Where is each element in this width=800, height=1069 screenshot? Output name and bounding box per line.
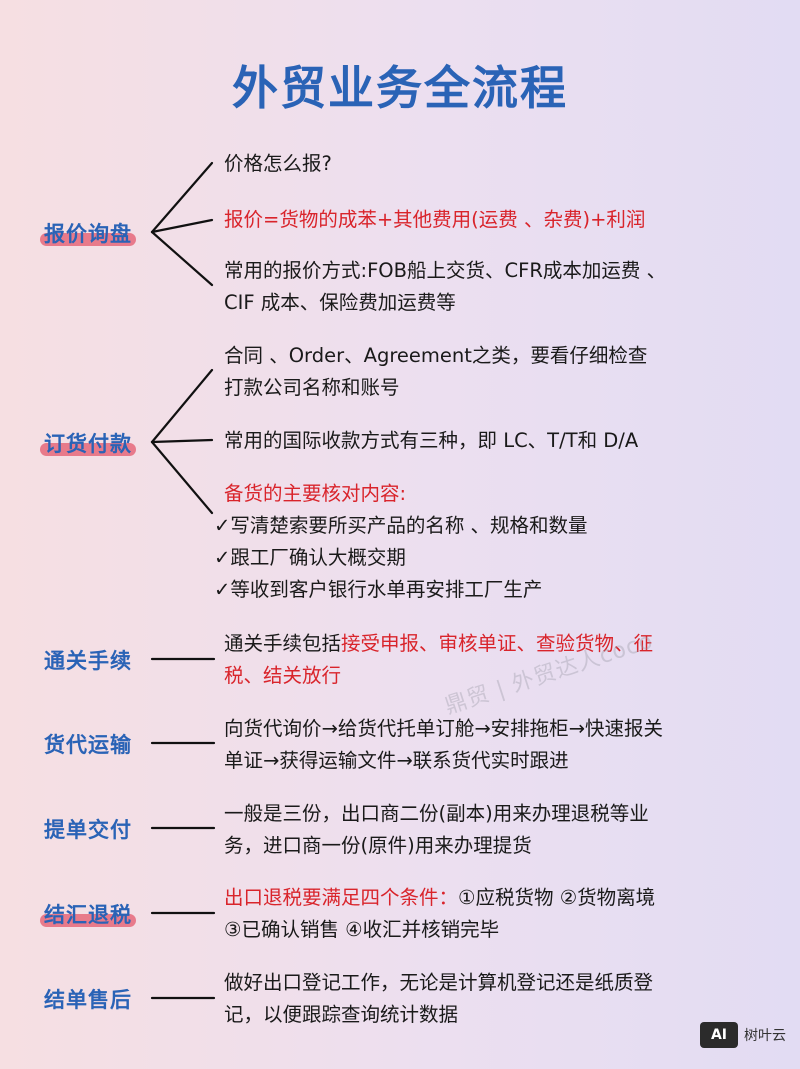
bill-line1: 一般是三份，出口商二份(副本)用来办理退税等业 [224, 802, 649, 825]
category-tax: 结汇退税 [40, 899, 136, 929]
logo-text: 树叶云 [744, 1028, 786, 1044]
category-order: 订货付款 [40, 428, 136, 458]
customs-line1: 通关手续包括接受申报、审核单证、查验货物、征 [224, 632, 654, 655]
after-line1: 做好出口登记工作，无论是计算机登记还是纸质登 [224, 971, 654, 994]
page-title: 外贸业务全流程 [232, 61, 568, 115]
quote-item-2: 报价=货物的成苯+其他费用(运费 、杂费)+利润 [224, 208, 646, 231]
category-freight: 货代运输 [44, 733, 132, 757]
logo: AI 树叶云 [700, 1022, 786, 1048]
customs-line2: 税、结关放行 [224, 664, 342, 687]
freight-line1: 向货代询价→给货代托单订舱→安排拖柜→快速报关 [224, 717, 664, 740]
quote-item-3-line2: CIF 成本、保险费加运费等 [224, 291, 456, 314]
check-icon: ✓ [214, 578, 231, 601]
category-customs: 通关手续 [44, 649, 132, 673]
order-item-1-line1: 合同 、Order、Agreement之类，要看仔细检查 [224, 344, 648, 367]
tax-line2: ③已确认销售 ④收汇并核销完毕 [224, 918, 500, 941]
logo-badge: AI [700, 1022, 738, 1048]
quote-item-3-line1: 常用的报价方式:FOB船上交货、CFR成本加运费 、 [224, 259, 667, 282]
order-item-1-line2: 打款公司名称和账号 [224, 376, 400, 399]
bill-line2: 务，进口商一份(原件)用来办理提货 [224, 834, 532, 857]
category-quote: 报价询盘 [40, 218, 136, 248]
check-item: ✓跟工厂确认大概交期 [214, 546, 406, 569]
check-icon: ✓ [214, 514, 231, 537]
category-bill: 提单交付 [44, 818, 132, 842]
category-after: 结单售后 [44, 988, 132, 1012]
after-line2: 记，以便跟踪查询统计数据 [224, 1003, 459, 1026]
check-item: ✓等收到客户银行水单再安排工厂生产 [214, 578, 543, 601]
quote-item-1: 价格怎么报? [224, 152, 332, 175]
order-item-2: 常用的国际收款方式有三种，即 LC、T/T和 D/A [224, 429, 639, 452]
check-icon: ✓ [214, 546, 231, 569]
order-item-3-title: 备货的主要核对内容: [224, 482, 407, 505]
freight-line2: 单证→获得运输文件→联系货代实时跟进 [224, 749, 569, 772]
check-item: ✓写清楚索要所买产品的名称 、规格和数量 [214, 514, 588, 537]
tax-line1: 出口退税要满足四个条件：①应税货物 ②货物离境 [224, 886, 656, 909]
